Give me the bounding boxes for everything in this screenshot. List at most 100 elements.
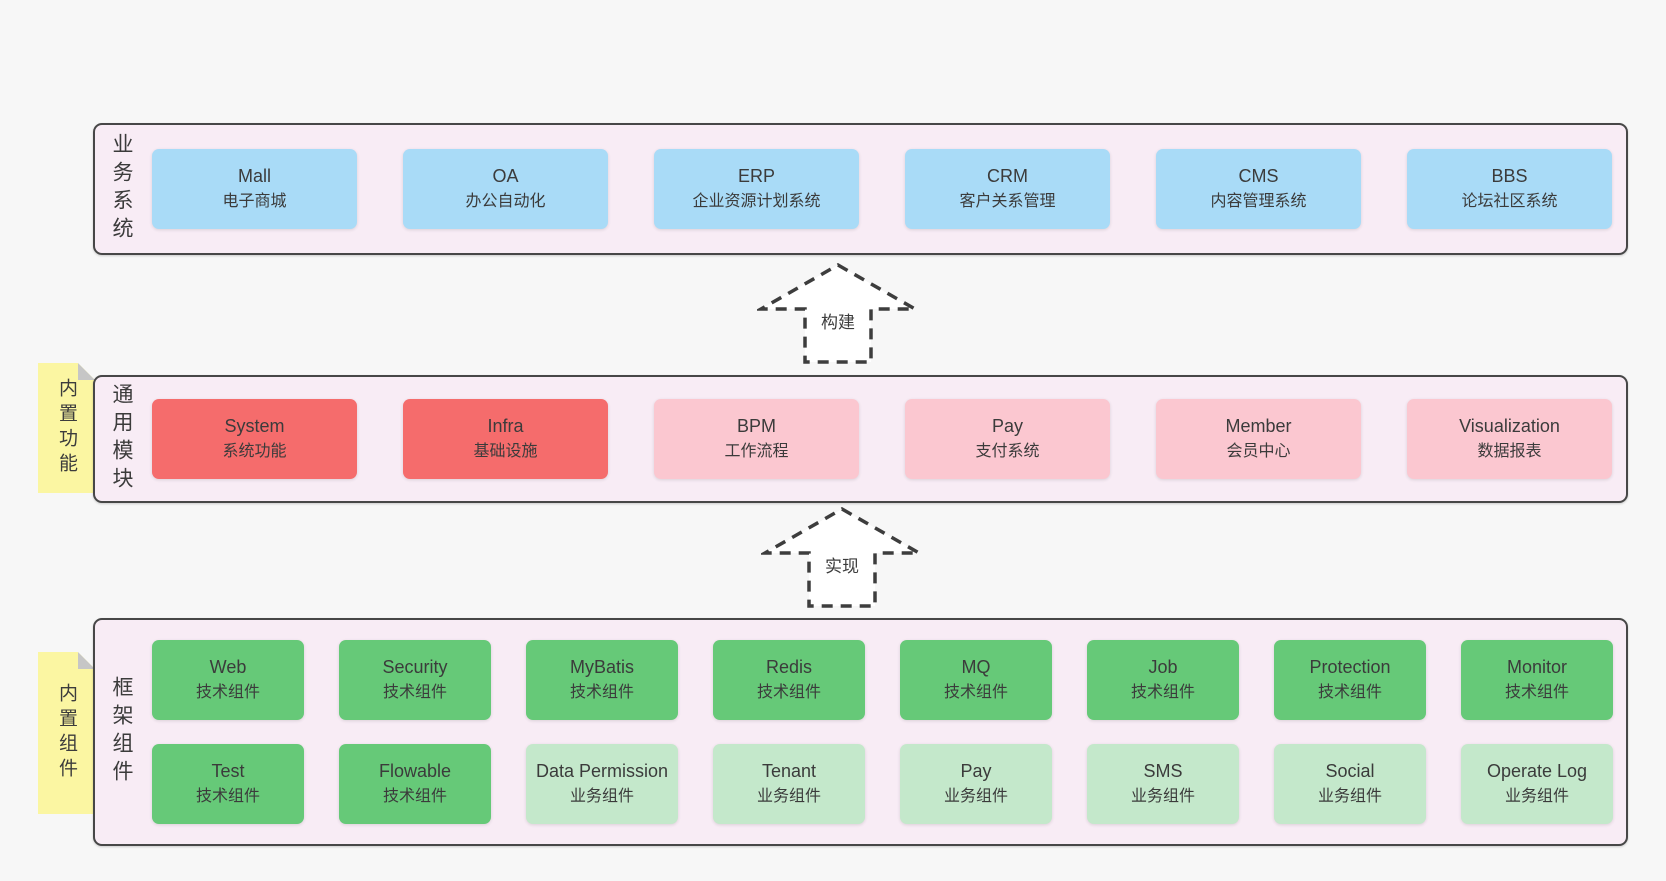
box-title: BPM: [736, 416, 776, 436]
box-title: Web: [209, 657, 247, 677]
band-label-common-modules: 通用模块: [110, 383, 133, 495]
box-subtitle: 业务组件: [756, 788, 821, 805]
box-title: Protection: [1309, 657, 1391, 677]
box-cms: CMS 内容管理系统: [1156, 149, 1361, 229]
box-subtitle: 业务组件: [1130, 788, 1195, 805]
box-title: Infra: [487, 416, 524, 436]
box-erp: ERP 企业资源计划系统: [654, 149, 859, 229]
box-subtitle: 会员中心: [1226, 443, 1291, 460]
box-subtitle: 论坛社区系统: [1461, 193, 1558, 210]
framework-components-row-1: Web 技术组件 Security 技术组件 MyBatis 技术组件 Redi…: [152, 640, 1616, 720]
box-title: OA: [492, 166, 519, 186]
box-subtitle: 技术组件: [195, 684, 260, 701]
box-title: Pay: [991, 416, 1024, 436]
up-arrow-icon: [761, 506, 923, 608]
box-title: Security: [382, 657, 448, 677]
build-arrow: 构建: [757, 262, 919, 366]
box-pay-component: Pay 业务组件: [900, 744, 1052, 824]
arrow-label-implement: 实现: [825, 557, 859, 576]
implement-arrow: 实现: [761, 506, 923, 610]
box-web: Web 技术组件: [152, 640, 304, 720]
band-label-business-systems: 业务系统: [110, 133, 133, 245]
box-title: System: [224, 416, 285, 436]
box-subtitle: 工作流程: [724, 443, 789, 460]
box-member: Member 会员中心: [1156, 399, 1361, 479]
box-flowable: Flowable 技术组件: [339, 744, 491, 824]
box-title: Test: [211, 761, 245, 781]
box-title: MyBatis: [569, 657, 634, 677]
box-title: CMS: [1238, 166, 1279, 186]
box-title: Mall: [237, 166, 271, 186]
box-bpm: BPM 工作流程: [654, 399, 859, 479]
box-title: MQ: [961, 657, 991, 677]
box-title: Redis: [765, 657, 813, 677]
box-subtitle: 支付系统: [975, 443, 1040, 460]
band-business-systems: 业务系统 Mall 电子商城 OA 办公自动化 ERP 企业资源计划系统 CRM…: [93, 123, 1628, 255]
common-modules-row: System 系统功能 Infra 基础设施 BPM 工作流程 Pay 支付系统…: [152, 377, 1616, 501]
box-subtitle: 技术组件: [1317, 684, 1382, 701]
box-subtitle: 基础设施: [473, 443, 538, 460]
box-subtitle: 业务组件: [1317, 788, 1382, 805]
box-mq: MQ 技术组件: [900, 640, 1052, 720]
box-subtitle: 内容管理系统: [1210, 193, 1307, 210]
band-label-framework-components: 框架组件: [110, 676, 133, 788]
box-title: Flowable: [378, 761, 452, 781]
box-bbs: BBS 论坛社区系统: [1407, 149, 1612, 229]
box-data-permission: Data Permission 业务组件: [526, 744, 678, 824]
box-title: Operate Log: [1486, 761, 1588, 781]
box-protection: Protection 技术组件: [1274, 640, 1426, 720]
framework-components-rows: Web 技术组件 Security 技术组件 MyBatis 技术组件 Redi…: [152, 620, 1616, 844]
box-subtitle: 技术组件: [756, 684, 821, 701]
business-systems-row: Mall 电子商城 OA 办公自动化 ERP 企业资源计划系统 CRM 客户关系…: [152, 125, 1616, 253]
band-framework-components: 框架组件 Web 技术组件 Security 技术组件 MyBatis 技术组件…: [93, 618, 1628, 846]
box-title: Social: [1325, 761, 1375, 781]
framework-components-row-2: Test 技术组件 Flowable 技术组件 Data Permission …: [152, 744, 1616, 824]
box-subtitle: 业务组件: [1504, 788, 1569, 805]
box-title: Data Permission: [535, 761, 669, 781]
box-subtitle: 系统功能: [222, 443, 287, 460]
box-security: Security 技术组件: [339, 640, 491, 720]
box-social: Social 业务组件: [1274, 744, 1426, 824]
box-redis: Redis 技术组件: [713, 640, 865, 720]
box-subtitle: 业务组件: [943, 788, 1008, 805]
box-job: Job 技术组件: [1087, 640, 1239, 720]
box-title: Job: [1148, 657, 1178, 677]
box-test: Test 技术组件: [152, 744, 304, 824]
box-tenant: Tenant 业务组件: [713, 744, 865, 824]
box-title: BBS: [1491, 166, 1528, 186]
box-title: SMS: [1143, 761, 1183, 781]
box-subtitle: 电子商城: [222, 193, 287, 210]
sticky-note-built-in-components: 内置组件: [38, 652, 95, 814]
box-subtitle: 业务组件: [569, 788, 634, 805]
box-subtitle: 技术组件: [382, 684, 447, 701]
sticky-note-built-in-features: 内置功能: [38, 363, 95, 493]
box-title: Pay: [960, 761, 992, 781]
arrow-label-build: 构建: [821, 313, 855, 332]
box-title: ERP: [737, 166, 775, 186]
box-subtitle: 企业资源计划系统: [692, 193, 821, 210]
box-crm: CRM 客户关系管理: [905, 149, 1110, 229]
box-system: System 系统功能: [152, 399, 357, 479]
box-subtitle: 办公自动化: [465, 193, 546, 210]
box-mall: Mall 电子商城: [152, 149, 357, 229]
box-subtitle: 技术组件: [1504, 684, 1569, 701]
box-infra: Infra 基础设施: [403, 399, 608, 479]
box-subtitle: 客户关系管理: [959, 193, 1056, 210]
box-mybatis: MyBatis 技术组件: [526, 640, 678, 720]
box-subtitle: 技术组件: [569, 684, 634, 701]
box-visualization: Visualization 数据报表: [1407, 399, 1612, 479]
box-sms: SMS 业务组件: [1087, 744, 1239, 824]
box-oa: OA 办公自动化: [403, 149, 608, 229]
box-title: CRM: [987, 166, 1028, 186]
box-title: Member: [1225, 416, 1292, 436]
box-subtitle: 技术组件: [382, 788, 447, 805]
up-arrow-icon: [757, 262, 919, 364]
box-operate-log: Operate Log 业务组件: [1461, 744, 1613, 824]
box-subtitle: 技术组件: [195, 788, 260, 805]
box-title: Visualization: [1459, 416, 1560, 436]
box-subtitle: 数据报表: [1477, 443, 1542, 460]
box-subtitle: 技术组件: [943, 684, 1008, 701]
band-common-modules: 通用模块 System 系统功能 Infra 基础设施 BPM 工作流程 Pay…: [93, 375, 1628, 503]
box-title: Monitor: [1506, 657, 1568, 677]
